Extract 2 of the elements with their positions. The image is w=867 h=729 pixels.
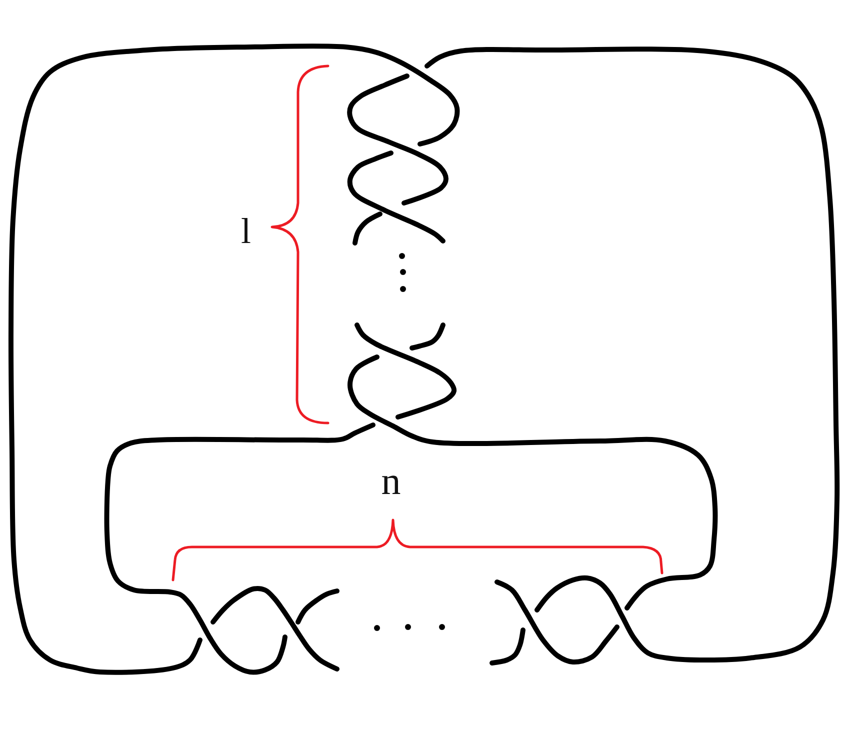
variable-label: l: [241, 213, 251, 249]
variable-label: n: [381, 462, 401, 501]
